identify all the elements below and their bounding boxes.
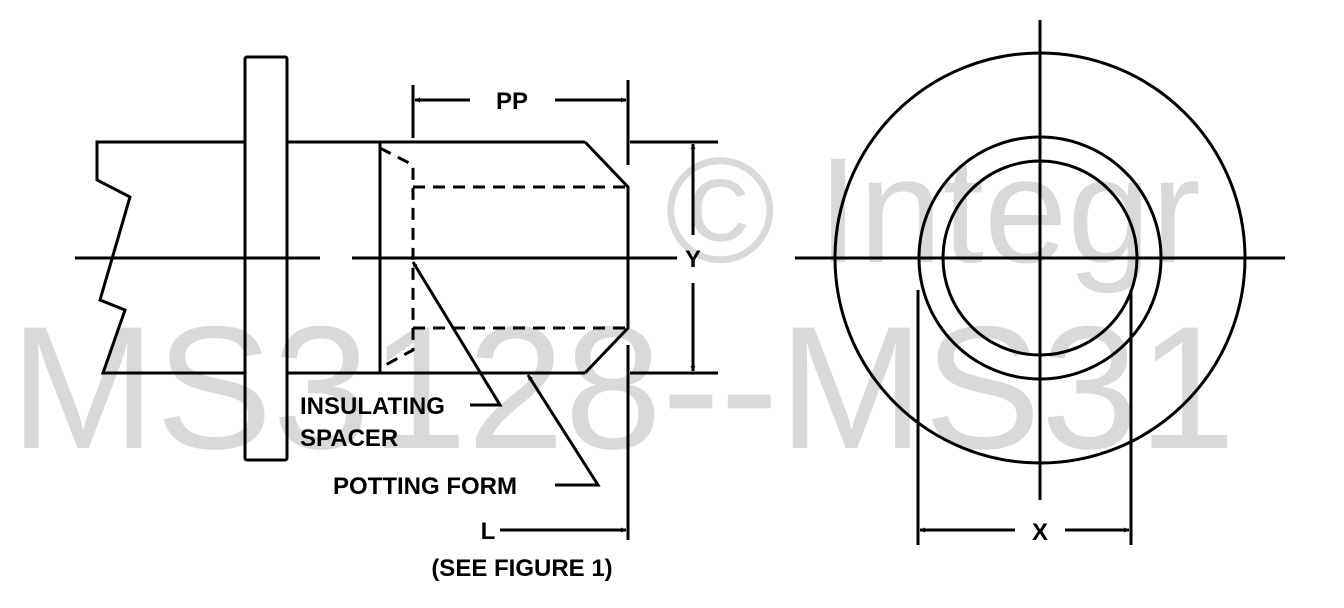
l-label: L [481, 518, 496, 545]
end-view: X [795, 20, 1285, 546]
pp-label: PP [496, 88, 528, 115]
spacer-label: SPACER [300, 425, 398, 452]
side-view: PP Y L (SEE FIGURE 1) INSULATING SPACER … [75, 55, 718, 582]
watermark-line1: © Integr [665, 126, 1201, 294]
y-label: Y [685, 246, 701, 273]
x-label: X [1032, 519, 1048, 546]
potting-form-leader [526, 374, 601, 487]
insulating-label: INSULATING [300, 393, 445, 420]
see-figure-note: (SEE FIGURE 1) [431, 555, 612, 582]
insulating-spacer-leader [411, 261, 503, 407]
shell-body-outline [95, 140, 245, 375]
watermark-line2: MS3128--MS31 [10, 291, 1236, 486]
potting-form-label: POTTING FORM [333, 473, 517, 500]
